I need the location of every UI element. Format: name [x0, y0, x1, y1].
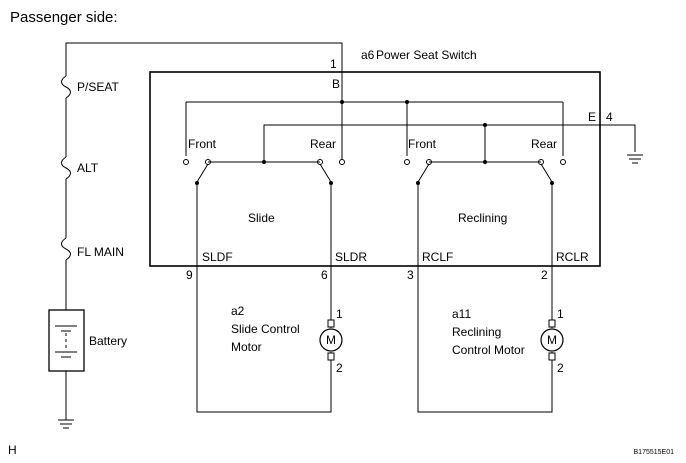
reclining-motor-name-line1: Reclining — [452, 325, 501, 339]
pin-b-label: B — [332, 77, 340, 91]
terminal-sldf-number: 9 — [186, 268, 193, 282]
slide-label: Slide — [248, 211, 275, 225]
reclining-motor-pin-top: 1 — [557, 307, 564, 321]
terminal-sldr-label: SLDR — [335, 250, 367, 264]
reclining-motor-code: a11 — [452, 307, 471, 321]
reclining-rear-label: Rear — [531, 137, 557, 151]
slide-motor-name-line1: Slide Control — [231, 322, 300, 336]
slide-front-label: Front — [188, 137, 217, 151]
reclining-switch: Front Rear Reclining — [404, 137, 566, 266]
figure-id: B175515E01 — [634, 449, 675, 456]
reclining-motor-loop — [417, 266, 553, 413]
fuse-p-seat-label: P/SEAT — [77, 80, 119, 94]
slide-motor-loop — [196, 266, 332, 413]
terminal-rclf-number: 3 — [407, 268, 414, 282]
switch-code: a6 — [361, 48, 375, 62]
slide-rear-label: Rear — [310, 137, 336, 151]
ground-icon-battery — [58, 419, 74, 429]
reclining-motor-pin-bottom: 2 — [557, 361, 564, 375]
fuse-icon — [61, 237, 71, 261]
power-feed-wire — [65, 42, 564, 420]
footer-left-mark: H — [8, 443, 17, 457]
slide-motor-code: a2 — [231, 304, 245, 318]
battery-label: Battery — [89, 334, 127, 348]
reclining-motor: M 1 2 — [540, 307, 564, 375]
switch-title: a6 Power Seat Switch — [361, 48, 477, 62]
power-seat-switch-box — [149, 71, 601, 267]
slide-motor-name-line2: Motor — [231, 340, 262, 354]
terminal-rclr-number: 2 — [541, 268, 548, 282]
ground-e-wire — [263, 123, 636, 162]
diagram-title: Passenger side: — [10, 9, 118, 26]
battery-icon — [48, 309, 85, 372]
reclining-front-label: Front — [408, 137, 437, 151]
reclining-motor-name-line2: Control Motor — [452, 343, 525, 357]
pin-e-number: 4 — [606, 110, 613, 124]
slide-motor-pin-bottom: 2 — [336, 361, 343, 375]
reclining-motor-symbol: M — [547, 333, 557, 347]
terminal-sldf-label: SLDF — [202, 250, 233, 264]
fuse-fl-main-label: FL MAIN — [77, 245, 124, 259]
slide-motor-symbol: M — [326, 333, 336, 347]
pin-b-number: 1 — [330, 57, 337, 71]
fuse-icon — [61, 156, 71, 180]
slide-motor: M 1 2 — [319, 307, 343, 375]
terminal-rclf-label: RCLF — [422, 250, 453, 264]
ground-icon-e — [627, 154, 643, 164]
fuse-icon — [61, 75, 71, 99]
slide-switch: Front Rear Slide — [183, 137, 345, 266]
pin-e-label: E — [588, 110, 596, 124]
terminal-sldr-number: 6 — [321, 268, 328, 282]
fuse-alt-label: ALT — [77, 161, 99, 175]
slide-motor-pin-top: 1 — [336, 307, 343, 321]
terminal-labels: SLDF SLDR RCLF RCLR 9 6 3 2 — [186, 250, 589, 282]
switch-name: Power Seat Switch — [376, 48, 477, 62]
reclining-label: Reclining — [458, 211, 507, 225]
terminal-rclr-label: RCLR — [556, 250, 589, 264]
